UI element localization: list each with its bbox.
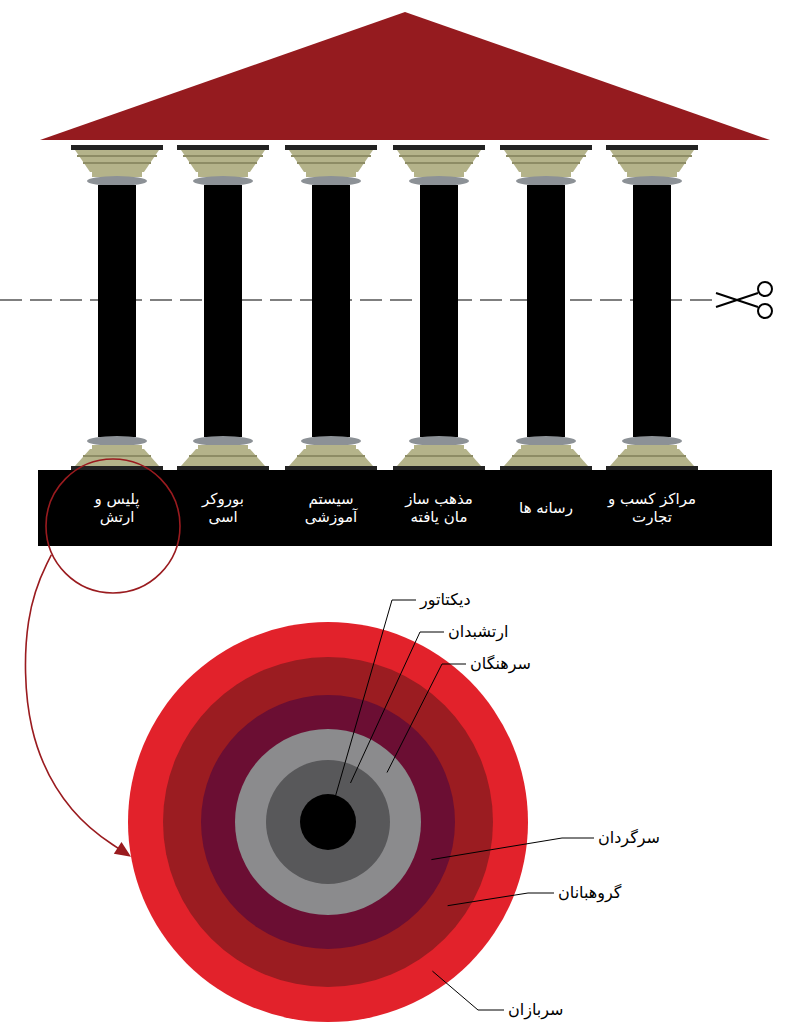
pillar-label: رسانه ها	[519, 499, 573, 517]
temple-pillar	[71, 145, 163, 470]
connector-arrow	[25, 555, 131, 857]
temple-pillar	[177, 145, 269, 470]
temple-roof	[40, 12, 770, 140]
pillar-label-box: رسانه ها	[516, 496, 576, 520]
connector-line	[25, 555, 121, 850]
pillar-label: بوروکر اسی	[192, 490, 254, 526]
temple-pillar	[393, 145, 485, 470]
leader-line	[351, 632, 445, 783]
scissors-loop	[758, 282, 772, 296]
leader-line	[328, 600, 416, 822]
pillar-label: مذهب ساز مان یافته	[401, 490, 477, 526]
leader-line	[448, 893, 554, 906]
highlight-circle	[45, 458, 181, 594]
temple-pillar	[606, 145, 698, 470]
pillar-label-box: مراکز کسب و تجارت	[599, 487, 705, 529]
leader-line	[431, 838, 594, 860]
highlight-outline	[46, 459, 180, 593]
pillar-label-box: سیستم آموزشی	[296, 487, 366, 529]
scissors-loop	[758, 304, 772, 318]
scissors-blade	[716, 293, 758, 307]
pillar-label-box: مذهب ساز مان یافته	[398, 487, 480, 529]
temple-pillar	[285, 145, 377, 470]
pillar-label: سیستم آموزشی	[299, 490, 363, 526]
rank-label: ارتشبدان	[448, 622, 508, 641]
pillar-label: مراکز کسب و تجارت	[602, 490, 702, 526]
rank-label: سربازان	[508, 1000, 563, 1019]
rank-label: سرگردان	[598, 828, 660, 847]
highlighted-pillar-label: پلیس و ارتش	[45, 458, 181, 594]
rank-label: گروهبانان	[558, 883, 621, 902]
arrow-head	[114, 842, 131, 857]
rank-label: سرهنگان	[470, 654, 531, 673]
pillar-label: پلیس و ارتش	[86, 490, 148, 526]
scissors-blade	[716, 293, 758, 307]
cut-line	[0, 299, 712, 300]
temple-base	[38, 470, 772, 546]
temple-pillar	[500, 145, 592, 470]
leader-line	[432, 971, 504, 1010]
leader-line	[387, 664, 466, 773]
scissors-icon	[716, 282, 772, 318]
pillar-label-box: بوروکر اسی	[189, 487, 257, 529]
rank-label: دیکتاتور	[420, 590, 471, 609]
